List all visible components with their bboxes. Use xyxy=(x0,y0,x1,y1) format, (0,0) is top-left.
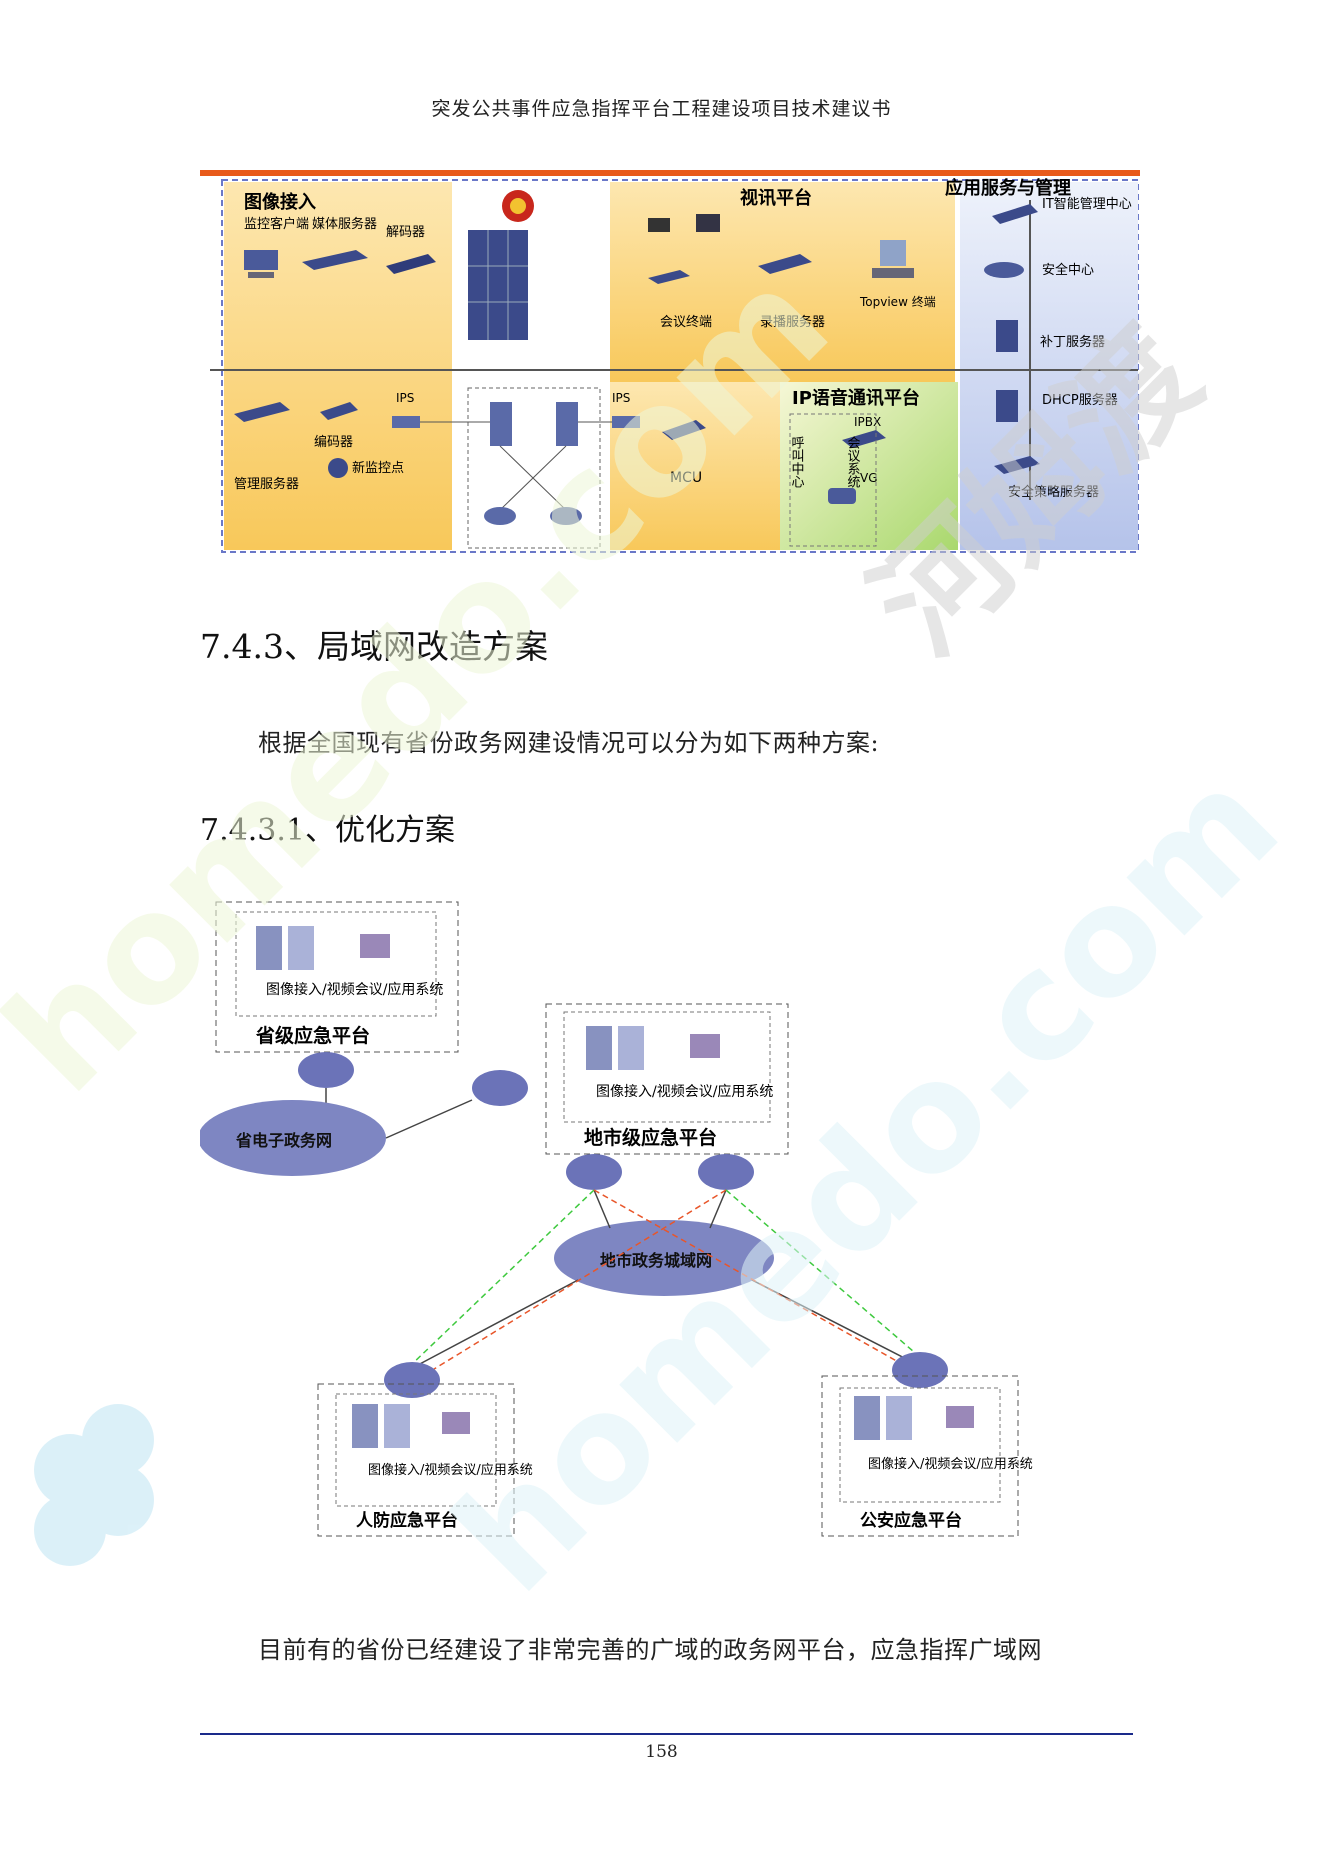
region-image-access xyxy=(224,182,452,550)
page-number: 158 xyxy=(645,1742,678,1762)
civil-defense-pc-icon xyxy=(442,1412,470,1434)
video-wall-icon xyxy=(468,230,528,340)
recording-server-icon xyxy=(758,254,812,274)
police-router-icon xyxy=(892,1352,948,1388)
label-ips-right: IPS xyxy=(612,391,630,405)
city-platform-label: 地市级应急平台 xyxy=(584,1126,717,1149)
label-new-monitor-point: 新监控点 xyxy=(352,460,404,476)
footer-divider xyxy=(200,1733,1133,1735)
ipbx-icon xyxy=(842,430,886,448)
label-security-center: 安全中心 xyxy=(1042,262,1094,278)
province-network-cloud xyxy=(200,1100,386,1176)
province-platform-frame xyxy=(215,901,459,1053)
city-uplink-router-icon xyxy=(472,1070,528,1106)
civil-defense-platform-frame xyxy=(317,1383,515,1537)
label-mgmt-server: 管理服务器 xyxy=(234,476,299,492)
label-ipbx: IPBX xyxy=(854,415,881,429)
city-router-right-icon xyxy=(698,1154,754,1190)
patch-server-icon xyxy=(996,320,1018,352)
dhcp-server-icon xyxy=(996,390,1018,422)
closing-paragraph: 目前有的省份已经建设了非常完善的广域的政务网平台，应急指挥广域网 xyxy=(258,1636,1042,1664)
decoder-icon xyxy=(386,254,436,274)
police-platform-label: 公安应急平台 xyxy=(860,1510,962,1531)
label-recording-server: 录播服务器 xyxy=(760,314,825,330)
region-app-service xyxy=(960,182,1138,550)
encoder-icon xyxy=(320,402,358,478)
media-server-icon xyxy=(302,250,368,270)
page-header-title: 突发公共事件应急指挥平台工程建设项目技术建议书 xyxy=(431,98,892,120)
label-vg: VG xyxy=(860,471,878,485)
police-pc-icon xyxy=(946,1406,974,1428)
label-decoder: 解码器 xyxy=(386,225,425,240)
core-router-left-icon xyxy=(484,507,516,525)
architecture-diagram: 图像接入 视讯平台 IP语音通讯平台 应用服务与管理 监控客户端 媒体服务器 解… xyxy=(200,170,1140,553)
mgmt-server-icon xyxy=(234,402,290,422)
mcu-icon xyxy=(662,420,706,440)
security-policy-server-icon xyxy=(994,456,1040,474)
label-it-center: IT智能管理中心 xyxy=(1042,197,1132,212)
ips-left-icon xyxy=(392,416,420,428)
label-meeting-terminal: 会议终端 xyxy=(660,314,712,330)
it-center-icon xyxy=(992,204,1038,224)
province-router-icon xyxy=(298,1052,354,1088)
police-platform-frame xyxy=(821,1375,1019,1537)
label-ips-left: IPS xyxy=(396,391,414,405)
label-media-server: 媒体服务器 xyxy=(312,216,377,232)
label-security-policy-server: 安全策略服务器 xyxy=(1008,484,1099,500)
intro-paragraph: 根据全国现有省份政务网建设情况可以分为如下两种方案: xyxy=(258,729,880,757)
call-center-frame xyxy=(789,413,877,547)
region-ip-voice xyxy=(780,382,958,550)
subsection-heading: 7.4.3.1、优化方案 xyxy=(200,813,455,848)
region-mcu xyxy=(610,382,780,550)
civil-defense-system-label: 图像接入/视频会议/应用系统 xyxy=(368,1462,533,1478)
label-encoder: 编码器 xyxy=(314,435,353,450)
province-server-icon xyxy=(256,926,282,970)
figure-top-bar xyxy=(200,170,1140,176)
region-video-platform xyxy=(610,182,955,382)
core-router-right-icon xyxy=(550,507,582,525)
region-title-image-access: 图像接入 xyxy=(244,191,316,213)
city-network-label: 地市政务城域网 xyxy=(600,1251,712,1270)
city-network-cloud xyxy=(554,1220,774,1296)
province-system-label: 图像接入/视频会议/应用系统 xyxy=(266,981,443,998)
police-system-label: 图像接入/视频会议/应用系统 xyxy=(868,1456,1033,1472)
core-switch-right-icon xyxy=(556,402,578,446)
vg-phone-icon xyxy=(828,488,856,504)
meeting-terminal-icon xyxy=(648,214,720,284)
city-server-icon xyxy=(586,1026,612,1070)
label-patch-server: 补丁服务器 xyxy=(1040,334,1105,350)
province-platform-label: 省级应急平台 xyxy=(255,1024,370,1047)
core-switch-frame xyxy=(467,387,601,549)
label-topview-terminal: Topview 终端 xyxy=(859,294,936,309)
civil-defense-server-icon xyxy=(352,1404,378,1448)
region-title-app-service: 应用服务与管理 xyxy=(945,177,1071,199)
core-switch-left-icon xyxy=(490,402,512,446)
label-call-center: 呼叫中心 xyxy=(789,436,805,488)
province-pc-icon xyxy=(360,934,390,958)
label-dhcp-server: DHCP服务器 xyxy=(1042,392,1118,408)
region-title-video-platform: 视讯平台 xyxy=(740,187,812,209)
city-system-label: 图像接入/视频会议/应用系统 xyxy=(596,1083,773,1100)
label-meeting-system: 会议系统 xyxy=(845,436,861,489)
civil-defense-router-icon xyxy=(384,1362,440,1398)
police-server-icon xyxy=(854,1396,880,1440)
section-heading: 7.4.3、局域网改造方案 xyxy=(200,627,548,666)
label-mcu: MCU xyxy=(670,470,702,486)
civil-defense-platform-label: 人防应急平台 xyxy=(356,1510,458,1531)
watermark-flower-icon xyxy=(34,1404,154,1566)
province-network-label: 省电子政务网 xyxy=(235,1131,332,1150)
national-emblem-icon xyxy=(502,190,534,222)
topview-terminal-icon xyxy=(872,240,914,278)
security-center-icon xyxy=(984,262,1024,278)
city-platform-frame xyxy=(545,1003,789,1155)
label-monitor-client: 监控客户端 xyxy=(244,216,309,232)
city-router-left-icon xyxy=(566,1154,622,1190)
network-topology-diagram: 图像接入/视频会议/应用系统 省级应急平台 省电子政务网 图像接入/视频会议/应… xyxy=(200,901,1033,1537)
ips-right-icon xyxy=(612,416,640,428)
city-pc-icon xyxy=(690,1034,720,1058)
region-title-ip-voice: IP语音通讯平台 xyxy=(792,387,920,409)
monitor-client-icon xyxy=(244,250,278,278)
